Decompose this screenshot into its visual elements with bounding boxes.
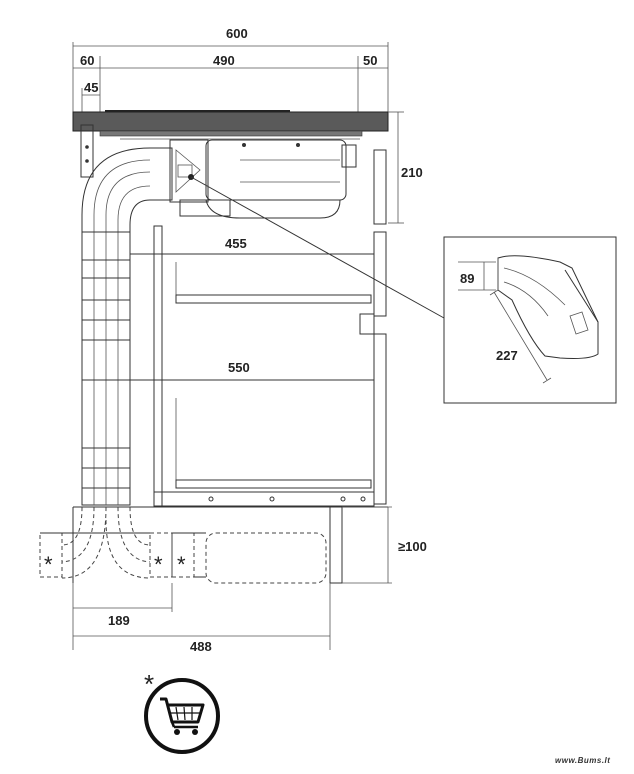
accessory-legend: *	[144, 669, 220, 754]
vertical-duct	[81, 147, 173, 506]
watermark: www.Bums.lt	[555, 756, 610, 765]
bottom-dimensions: 189 488	[72, 583, 331, 654]
detail-box: 89 227	[443, 236, 617, 404]
dim-unit-height: 210	[401, 165, 423, 180]
dim-drawer-width: 455	[225, 236, 247, 251]
dim-left-offset: 60	[80, 53, 94, 68]
accessory-marker-left: *	[44, 552, 53, 577]
cabinet: 455 550	[130, 149, 387, 507]
dim-left-small: 45	[84, 80, 98, 95]
dim-duct-offset: 189	[108, 613, 130, 628]
shopping-cart-icon	[144, 678, 220, 754]
hob	[72, 110, 389, 140]
detail-leader	[188, 174, 445, 319]
dim-plinth-height: ≥100	[398, 539, 427, 554]
dim-duct-length: 488	[190, 639, 212, 654]
dim-detail-height: 89	[460, 271, 474, 286]
left-bracket	[80, 124, 94, 178]
extraction-unit	[169, 139, 357, 219]
accessory-marker-mid: *	[154, 552, 163, 577]
legend-star: *	[144, 669, 154, 699]
plinth-area: ≥100 * * *	[39, 506, 427, 584]
dim-detail-length: 227	[496, 348, 518, 363]
dim-right-offset: 50	[363, 53, 377, 68]
top-dimensions: 600 60 490 50 45	[72, 26, 389, 125]
height-dimension-210: 210	[388, 111, 423, 224]
dim-center-width: 490	[213, 53, 235, 68]
dim-cabinet-width: 550	[228, 360, 250, 375]
accessory-marker-right: *	[177, 552, 186, 577]
dim-total-width: 600	[226, 26, 248, 41]
